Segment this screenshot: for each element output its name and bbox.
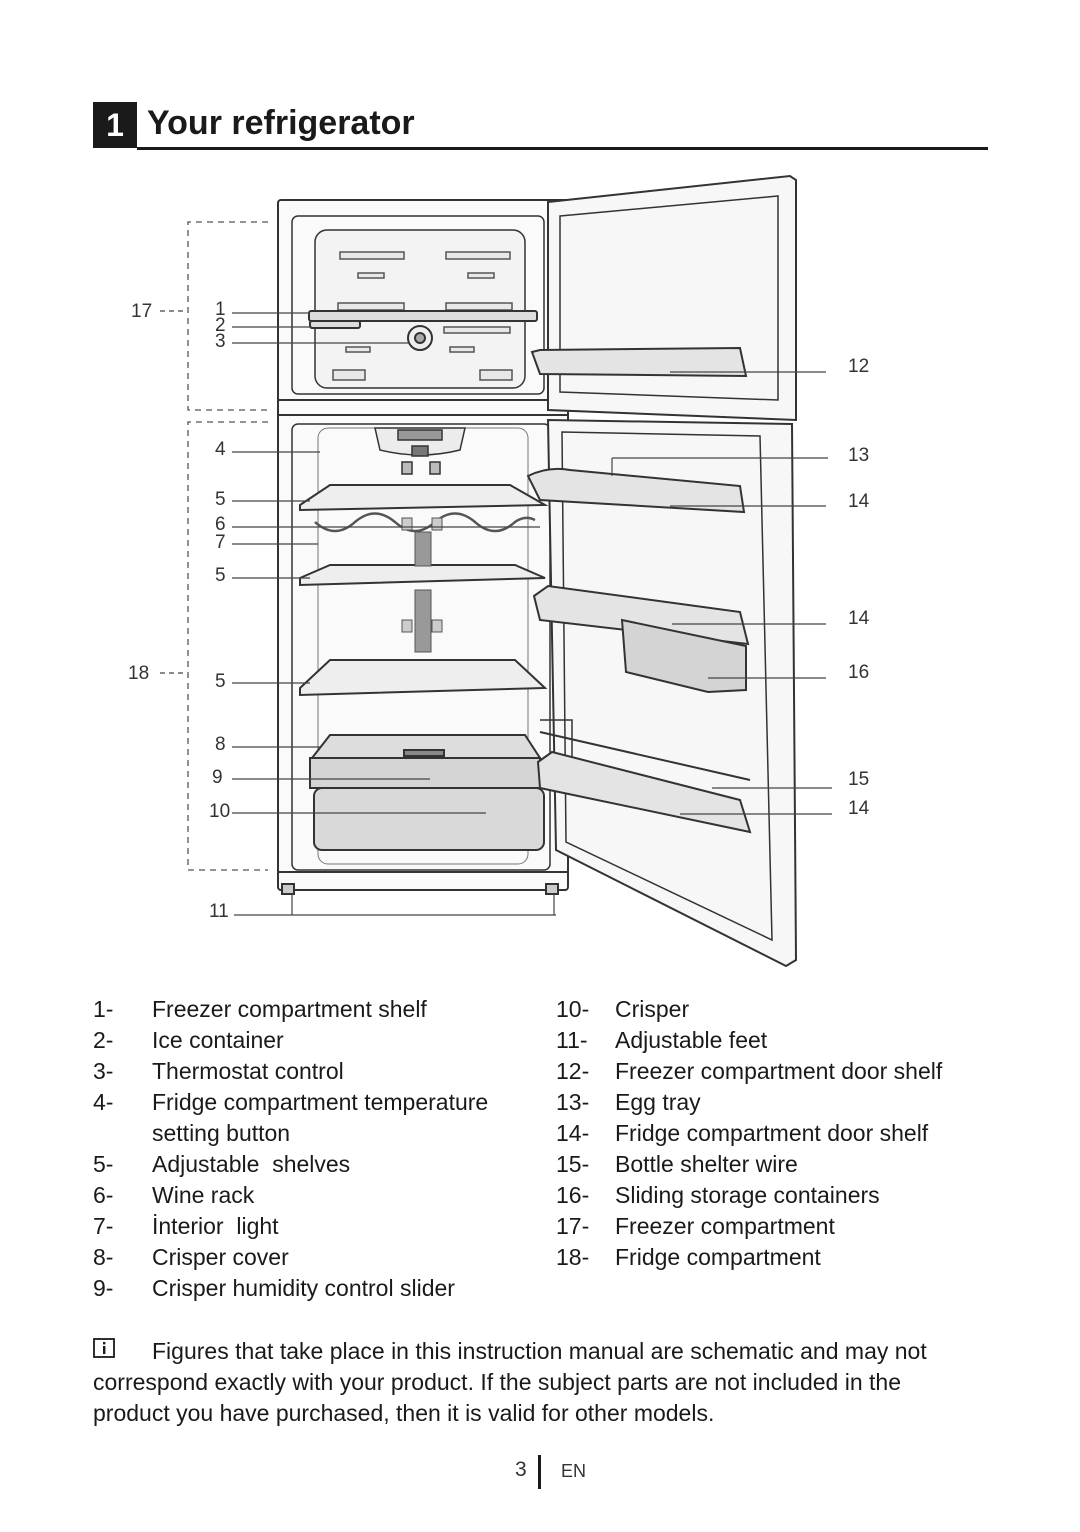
- legend-text: Crisper cover: [152, 1244, 289, 1270]
- legend-number: 12-: [556, 1058, 590, 1084]
- legend-text: Sliding storage containers: [615, 1182, 880, 1208]
- legend-text: Freezer compartment shelf: [152, 996, 427, 1022]
- legend-item: 14- Fridge compartment door shelf: [556, 1118, 976, 1149]
- legend-item: setting button: [93, 1118, 533, 1149]
- legend-item: 17- Freezer compartment: [556, 1211, 976, 1242]
- refrigerator-diagram: 1 2 3 4 5 6 7 5 5 8 9 10 11 12 13 14 14 …: [0, 160, 1080, 980]
- legend-number: 9-: [93, 1275, 114, 1301]
- legend-text: Adjustable feet: [615, 1027, 768, 1053]
- heading-rule: [137, 147, 988, 150]
- callout-17: 17: [131, 301, 153, 322]
- legend-right-column: 10- Crisper 11- Adjustable feet 12- Freezer…: [556, 994, 976, 1273]
- legend-number: 8-: [93, 1244, 114, 1270]
- callout-6: 6: [215, 514, 226, 535]
- callout-3: 3: [215, 331, 226, 352]
- legend-item: 16- Sliding storage containers: [556, 1180, 976, 1211]
- legend-number: 18-: [556, 1244, 590, 1270]
- legend-number: 4-: [93, 1089, 114, 1115]
- legend-item: 2- Ice container: [93, 1025, 533, 1056]
- legend-item: 15- Bottle shelter wire: [556, 1149, 976, 1180]
- callout-15: 15: [848, 769, 870, 790]
- callout-5-bottom: 5: [215, 671, 226, 692]
- callout-11: 11: [209, 901, 229, 922]
- section-number: 1: [93, 102, 137, 148]
- legend-item: 9- Crisper humidity control slider: [93, 1273, 533, 1304]
- legend-text: Egg tray: [615, 1089, 701, 1115]
- legend-number: 3-: [93, 1058, 114, 1084]
- callout-18: 18: [128, 663, 150, 684]
- legend-number: 6-: [93, 1182, 114, 1208]
- legend-number: 11-: [556, 1027, 588, 1053]
- refrigerator-illustration: [160, 174, 832, 968]
- schematic-note: Figures that take place in this instruct…: [93, 1336, 963, 1429]
- legend-item: 7- İnterior light: [93, 1211, 533, 1242]
- legend-number: 17-: [556, 1213, 590, 1239]
- callout-5-top: 5: [215, 489, 226, 510]
- legend-item: 12- Freezer compartment door shelf: [556, 1056, 976, 1087]
- legend-number: 10-: [556, 996, 590, 1022]
- section-title: Your refrigerator: [147, 104, 415, 142]
- legend-number: 2-: [93, 1027, 114, 1053]
- legend-text: İnterior light: [152, 1213, 279, 1239]
- info-icon: [93, 1338, 115, 1358]
- legend-number: 7-: [93, 1213, 114, 1239]
- legend-number: 16-: [556, 1182, 590, 1208]
- legend-item: 4- Fridge compartment temperature: [93, 1087, 533, 1118]
- legend-text: Thermostat control: [152, 1058, 344, 1084]
- legend-number: 13-: [556, 1089, 590, 1115]
- legend-text: Crisper: [615, 996, 690, 1022]
- legend-text: Freezer compartment door shelf: [615, 1058, 943, 1084]
- legend-item: 1- Freezer compartment shelf: [93, 994, 533, 1025]
- legend-text: setting button: [152, 1120, 291, 1146]
- callout-14-middle: 14: [848, 608, 870, 629]
- callout-2: 2: [215, 315, 226, 336]
- legend-text: Wine rack: [152, 1182, 255, 1208]
- legend-item: 10- Crisper: [556, 994, 976, 1025]
- legend-item: 3- Thermostat control: [93, 1056, 533, 1087]
- legend-item: 5- Adjustable shelves: [93, 1149, 533, 1180]
- callout-14-top: 14: [848, 491, 870, 512]
- legend-text: Fridge compartment door shelf: [615, 1120, 929, 1146]
- callout-16: 16: [848, 662, 870, 683]
- callout-1: 1: [215, 299, 226, 320]
- page-footer: 3 EN: [0, 1455, 1080, 1491]
- note-text: Figures that take place in this instruct…: [93, 1338, 927, 1426]
- legend-left-column: 1- Freezer compartment shelf 2- Ice contai…: [93, 994, 533, 1304]
- legend-number: [93, 1118, 152, 1149]
- callout-9: 9: [212, 767, 223, 788]
- callout-5-middle: 5: [215, 565, 226, 586]
- callout-14-bottom: 14: [848, 798, 870, 819]
- callout-10: 10: [209, 801, 231, 822]
- legend-text: Ice container: [152, 1027, 284, 1053]
- legend-number: 14-: [556, 1120, 590, 1146]
- legend-number: 1-: [93, 996, 114, 1022]
- page-number: 3: [515, 1458, 527, 1481]
- callout-12: 12: [848, 356, 870, 377]
- callout-4: 4: [215, 439, 226, 460]
- section-heading: 1 Your refrigerator: [93, 100, 988, 150]
- legend-item: 6- Wine rack: [93, 1180, 533, 1211]
- legend-item: 8- Crisper cover: [93, 1242, 533, 1273]
- language-code: EN: [561, 1461, 587, 1481]
- callout-7: 7: [215, 532, 226, 553]
- legend-text: Adjustable shelves: [152, 1151, 351, 1177]
- legend-item: 11- Adjustable feet: [556, 1025, 976, 1056]
- legend-text: Freezer compartment: [615, 1213, 835, 1239]
- legend-text: Bottle shelter wire: [615, 1151, 798, 1177]
- callout-8: 8: [215, 734, 226, 755]
- legend-item: 13- Egg tray: [556, 1087, 976, 1118]
- legend-number: 5-: [93, 1151, 114, 1177]
- legend-text: Fridge compartment: [615, 1244, 821, 1270]
- footer-divider: [538, 1455, 541, 1489]
- legend-item: 18- Fridge compartment: [556, 1242, 976, 1273]
- legend-number: 15-: [556, 1151, 590, 1177]
- legend-text: Fridge compartment temperature: [152, 1089, 489, 1115]
- legend-text: Crisper humidity control slider: [152, 1275, 455, 1301]
- callout-13: 13: [848, 445, 870, 466]
